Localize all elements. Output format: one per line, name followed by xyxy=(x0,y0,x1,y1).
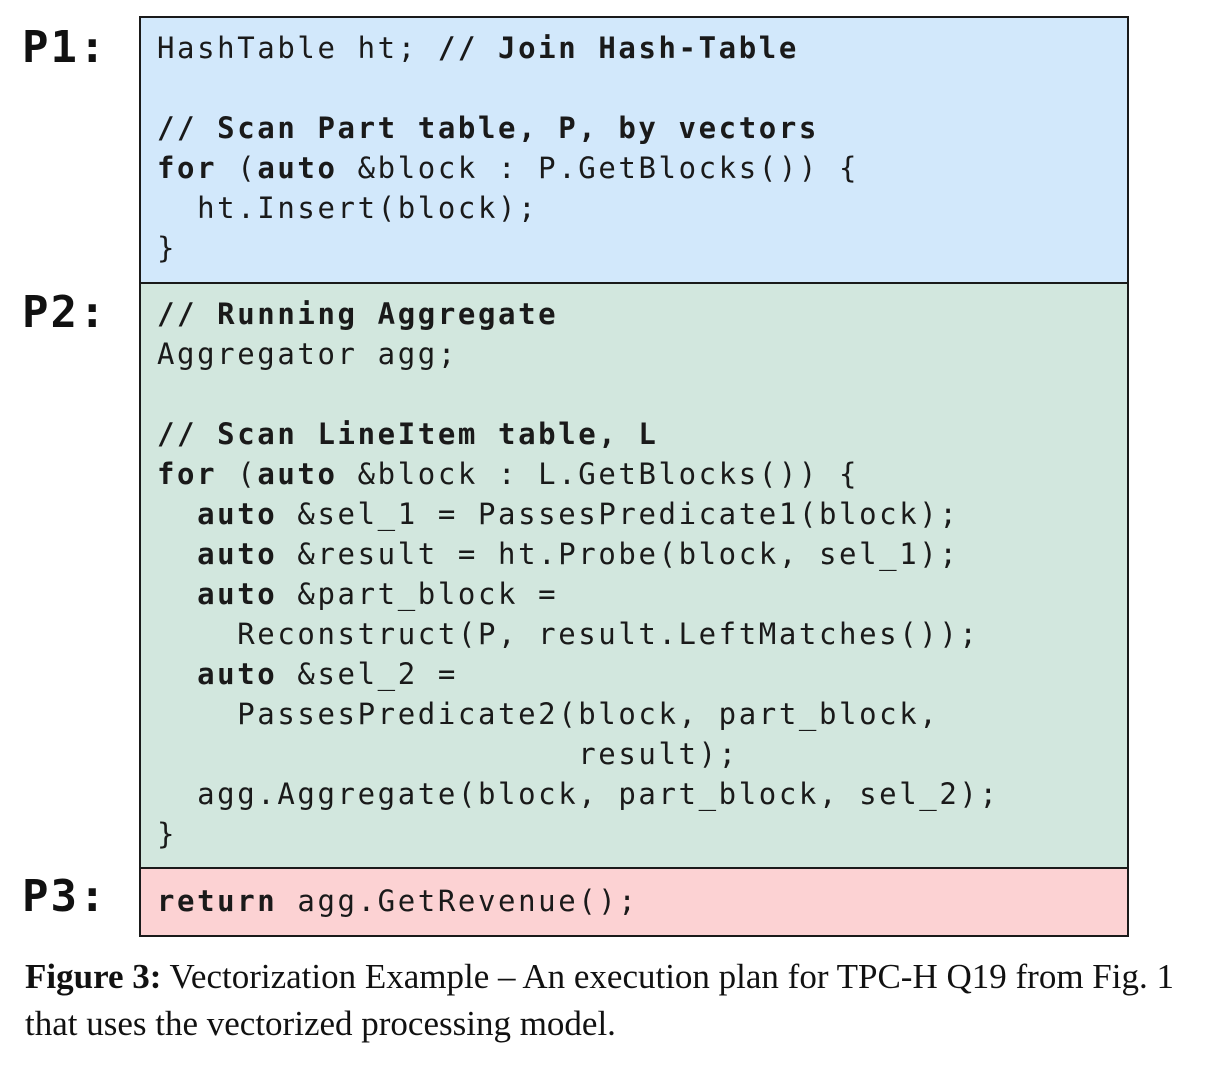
code-line: // Running Aggregate xyxy=(157,294,558,334)
code-line: Aggregator agg; xyxy=(157,334,458,374)
code-line: } xyxy=(157,814,177,854)
code-line: } xyxy=(157,228,177,268)
pipeline-block-p1: HashTable ht; // Join Hash-Table // Scan … xyxy=(139,16,1129,284)
code-text: Aggregator agg; xyxy=(157,337,458,371)
caption-text: Vectorization Example – An execution pla… xyxy=(25,957,1174,1043)
code-text: &block : P.GetBlocks()) { xyxy=(337,151,860,185)
code-line: ht.Insert(block); xyxy=(157,188,538,228)
code-line: auto &sel_1 = PassesPredicate1(block); xyxy=(157,494,959,534)
code-keyword: for xyxy=(157,151,218,185)
code-text: ht.Insert(block); xyxy=(157,191,539,225)
code-text: ( xyxy=(217,151,258,185)
code-keyword: // Scan LineItem table, L xyxy=(157,417,659,451)
code-keyword: // Join Hash-Table xyxy=(437,31,799,65)
pipeline-label-p2: P2: xyxy=(22,287,108,338)
code-keyword: auto xyxy=(197,577,278,611)
code-line: agg.Aggregate(block, part_block, sel_2); xyxy=(157,774,1000,814)
figure-caption: Figure 3: Vectorization Example – An exe… xyxy=(25,953,1225,1047)
code-line: // Scan LineItem table, L xyxy=(157,414,659,454)
code-keyword: auto xyxy=(257,457,338,491)
code-text: } xyxy=(157,231,178,265)
code-line: result); xyxy=(157,734,739,774)
code-keyword: // Scan Part table, P, by vectors xyxy=(157,111,819,145)
code-line: auto &result = ht.Probe(block, sel_1); xyxy=(157,534,959,574)
code-text: &result = ht.Probe(block, sel_1); xyxy=(277,537,960,571)
code-line: auto &sel_2 = xyxy=(157,654,458,694)
code-line: HashTable ht; // Join Hash-Table xyxy=(157,28,799,68)
code-text: Reconstruct(P, result.LeftMatches()); xyxy=(157,617,980,651)
caption-label: Figure 3: xyxy=(25,957,162,996)
code-text xyxy=(157,497,197,531)
code-keyword: auto xyxy=(197,537,278,571)
code-keyword: auto xyxy=(197,497,278,531)
code-text: result); xyxy=(157,737,739,771)
code-keyword: return xyxy=(157,884,278,918)
code-keyword: auto xyxy=(257,151,338,185)
code-line: Reconstruct(P, result.LeftMatches()); xyxy=(157,614,979,654)
code-line: // Scan Part table, P, by vectors xyxy=(157,108,819,148)
code-text: &sel_1 = PassesPredicate1(block); xyxy=(277,497,960,531)
code-text: &part_block = xyxy=(277,577,559,611)
pipeline-block-p3: return agg.GetRevenue(); xyxy=(139,867,1129,937)
code-line: auto &part_block = xyxy=(157,574,558,614)
code-line: for (auto &block : L.GetBlocks()) { xyxy=(157,454,859,494)
code-text xyxy=(157,657,197,691)
code-keyword: for xyxy=(157,457,218,491)
code-text: agg.GetRevenue(); xyxy=(277,884,639,918)
code-line: PassesPredicate2(block, part_block, xyxy=(157,694,939,734)
pipeline-label-p3: P3: xyxy=(22,871,108,922)
code-text: } xyxy=(157,817,178,851)
pipeline-label-p1: P1: xyxy=(22,22,108,73)
code-text xyxy=(157,577,197,611)
code-text xyxy=(157,537,197,571)
code-text: &block : L.GetBlocks()) { xyxy=(337,457,860,491)
code-keyword: auto xyxy=(197,657,278,691)
code-keyword: // Running Aggregate xyxy=(157,297,559,331)
code-text: PassesPredicate2(block, part_block, xyxy=(157,697,940,731)
code-text: &sel_2 = xyxy=(277,657,458,691)
code-text: ( xyxy=(217,457,258,491)
code-text: agg.Aggregate(block, part_block, sel_2); xyxy=(157,777,1000,811)
code-line: return agg.GetRevenue(); xyxy=(157,881,638,921)
code-text: HashTable ht; xyxy=(157,31,438,65)
code-line: for (auto &block : P.GetBlocks()) { xyxy=(157,148,859,188)
